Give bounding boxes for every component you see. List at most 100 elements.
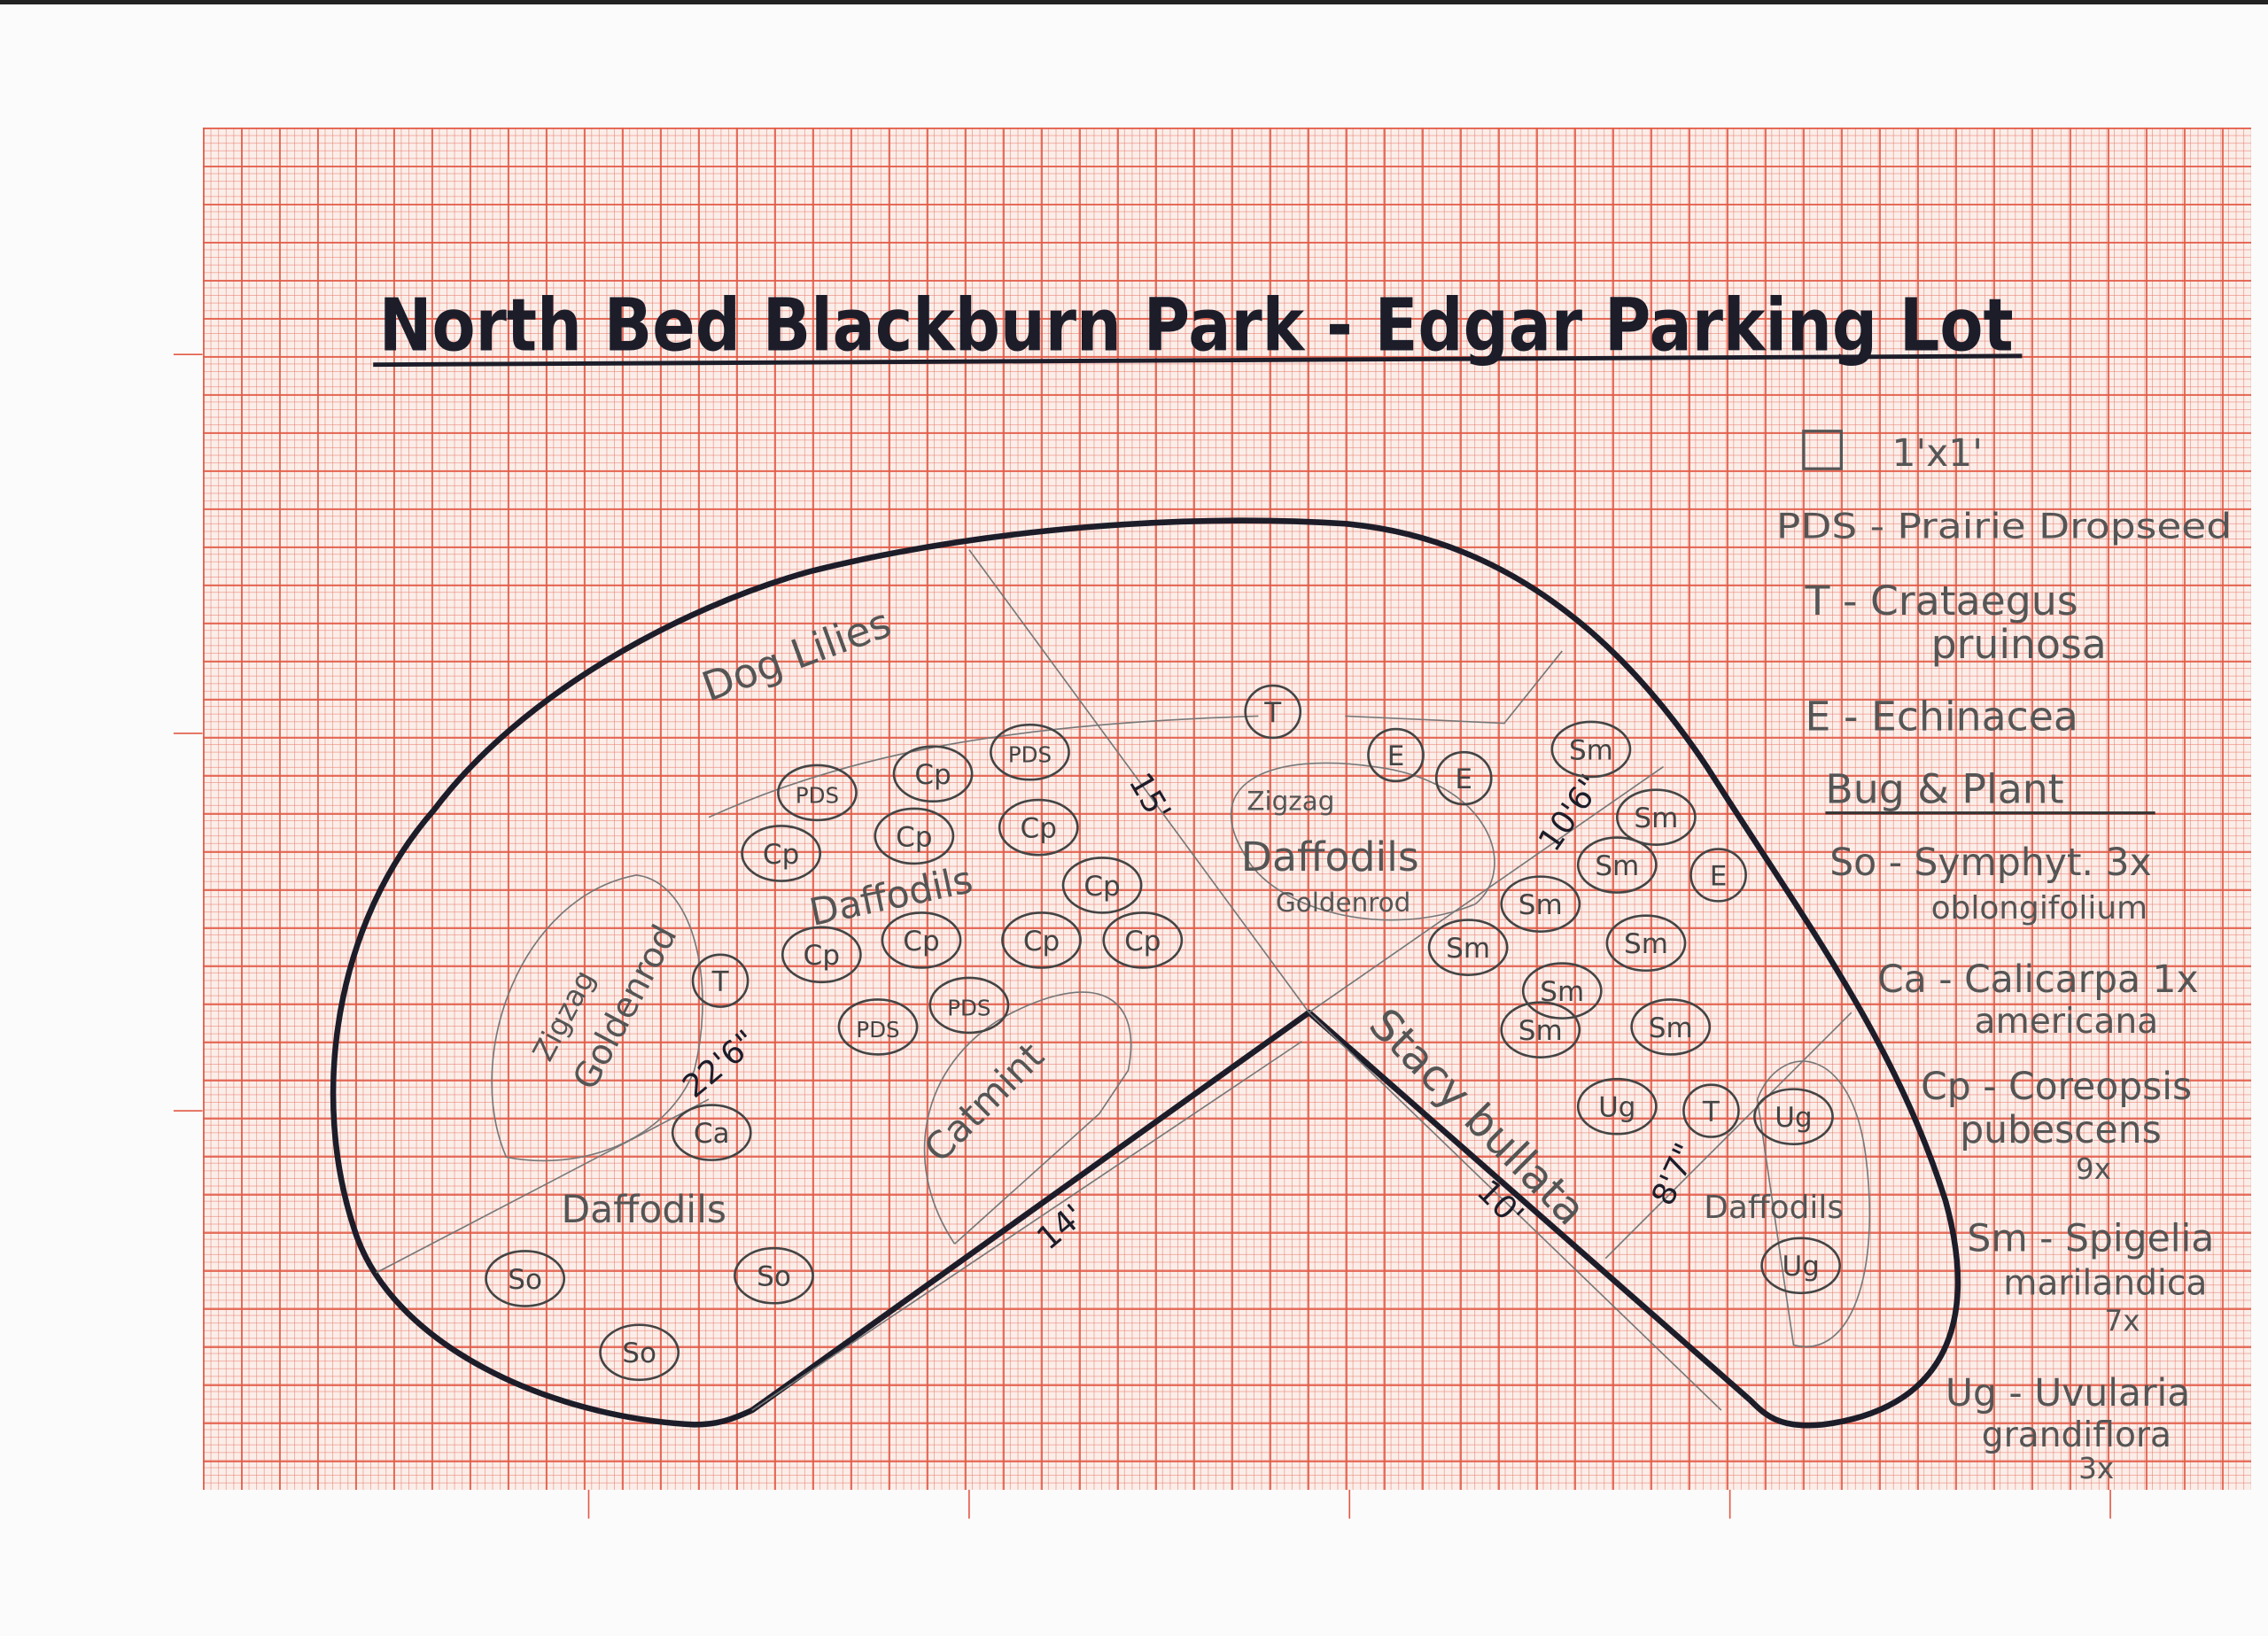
plant-circle (1605, 914, 1687, 973)
plant-circle (1616, 788, 1697, 847)
zone-lines (376, 549, 1871, 1411)
legend-entry-t-2: pruinosa (1931, 621, 2107, 668)
legend-bug-ug: Ug - Uvularia (1946, 1372, 2190, 1415)
plant-code: Ug (1782, 1251, 1819, 1283)
margin-ticks (173, 353, 2111, 1519)
plant-circle (1521, 962, 1603, 1020)
plant-marker-sm: Sm (1500, 1001, 1581, 1059)
plant-marker-e: E (1689, 848, 1747, 903)
plant-circle (734, 1246, 814, 1305)
plant-marker-sm: Sm (1521, 962, 1603, 1020)
legend-bug-cp-3: 9x (2076, 1152, 2111, 1186)
area-daffodils-far-right: Daffodils (1704, 1190, 1844, 1226)
plant-marker-t: T (691, 953, 750, 1008)
plant-code: Sm (1518, 889, 1563, 921)
legend-bug-so-2: oblongifolium (1931, 890, 2148, 927)
plant-circle (1001, 911, 1082, 969)
plant-marker-so: So (734, 1246, 814, 1305)
plant-circle (1753, 1088, 1834, 1145)
title-underline (373, 353, 2023, 368)
plant-code: Sm (1624, 928, 1668, 960)
plant-code: Cp (1124, 926, 1161, 958)
plant-circle (1576, 1077, 1658, 1136)
plant-code: PDS (947, 995, 990, 1020)
plant-marker-t: T (1682, 1083, 1740, 1138)
plant-marker-cp: Cp (1102, 911, 1184, 969)
scan-edge (0, 0, 2268, 4)
legend-bug-cp-2: pubescens (1960, 1109, 2161, 1152)
plant-circle (1576, 836, 1658, 894)
plant-code: Cp (1084, 871, 1120, 903)
plant-circle (741, 825, 822, 882)
plant-marker-sm: Sm (1550, 720, 1632, 779)
plant-code: T (1263, 697, 1282, 729)
plant-marker-ug: Ug (1576, 1077, 1658, 1136)
legend-scale: 1'x1' (1892, 432, 1983, 476)
legend-subheading: Bug & Plant (1825, 765, 2063, 812)
plant-code: Cp (763, 839, 799, 871)
plant-marker-pds: PDS (990, 723, 1070, 781)
plant-circle (837, 998, 919, 1056)
plant-marker-cp: Cp (874, 807, 955, 865)
plant-circle (881, 911, 962, 969)
dimension-22-6: 22'6" (676, 1024, 764, 1105)
bed-outline (330, 517, 1961, 1429)
plant-circle (781, 926, 862, 984)
plant-marker-ug: Ug (1753, 1088, 1834, 1145)
dimension-8-7: 8'7" (1645, 1138, 1705, 1212)
dimension-15: 15' (1122, 767, 1177, 828)
plant-circle (1760, 1237, 1842, 1295)
dimension-10-6: 10'6" (1532, 768, 1610, 857)
plant-circle (485, 1250, 566, 1307)
plant-code: Sm (1518, 1015, 1563, 1047)
legend-entry-t: T - Crataegus (1805, 578, 2078, 624)
plant-circle (671, 1104, 752, 1161)
legend-entry-pds: PDS - Prairie Dropseed (1776, 508, 2232, 547)
plant-code: Cp (1023, 926, 1060, 958)
plant-code: Ug (1598, 1092, 1635, 1124)
plant-circle (1550, 720, 1632, 779)
plant-code: Sm (1569, 734, 1613, 766)
plant-marker-cp: Cp (1061, 857, 1143, 914)
legend: 1'x1' PDS - Prairie Dropseed T - Crataeg… (1776, 430, 2232, 1485)
plant-code: Cp (1021, 813, 1057, 845)
plant-code: Cp (896, 821, 932, 853)
plant-code: Cp (903, 926, 939, 958)
plant-marker-pds: PDS (837, 998, 919, 1056)
plant-code: Sm (1595, 850, 1639, 882)
legend-bug-sm: Sm - Spigelia (1967, 1217, 2214, 1260)
plant-marker-cp: Cp (781, 926, 862, 984)
plant-code: E (1387, 740, 1405, 772)
plant-marker-so: So (485, 1250, 566, 1307)
plant-marker-cp: Cp (892, 745, 974, 803)
plant-code: Sm (1649, 1012, 1693, 1044)
plant-code: E (1710, 860, 1728, 892)
plant-marker-sm: Sm (1576, 836, 1658, 894)
plant-marker-cp: Cp (998, 798, 1079, 857)
plant-marker-pds: PDS (928, 976, 1010, 1035)
area-daffodils-right: Daffodils (1241, 834, 1419, 880)
plant-marker-sm: Sm (1605, 914, 1687, 973)
plant-circle (1427, 919, 1509, 976)
plant-circle (1689, 848, 1747, 903)
legend-entry-e: E - Echinacea (1806, 694, 2078, 740)
plant-marker-ca: Ca (671, 1104, 752, 1161)
scale-square-icon (1802, 430, 1843, 470)
legend-bug-ca: Ca - Calicarpa 1x (1877, 958, 2198, 1002)
legend-bug-sm-3: 7x (2105, 1304, 2140, 1337)
legend-bug-so: So - Symphyt. 3x (1829, 841, 2151, 885)
legend-bug-ug-2: grandiflora (1982, 1415, 2171, 1455)
plant-marker-ug: Ug (1760, 1237, 1842, 1295)
plant-circle (998, 798, 1079, 857)
plant-circle (1244, 684, 1302, 740)
plant-marker-sm: Sm (1616, 788, 1697, 847)
plant-marker-pds: PDS (777, 764, 858, 822)
plant-marker-t: T (1244, 684, 1302, 740)
area-goldenrod-right: Goldenrod (1276, 888, 1410, 918)
plant-marker-so: So (599, 1323, 680, 1382)
plant-code: PDS (1008, 742, 1052, 768)
plant-circle (777, 764, 858, 822)
plant-marker-cp: Cp (881, 911, 962, 969)
plant-code: T (711, 966, 730, 998)
